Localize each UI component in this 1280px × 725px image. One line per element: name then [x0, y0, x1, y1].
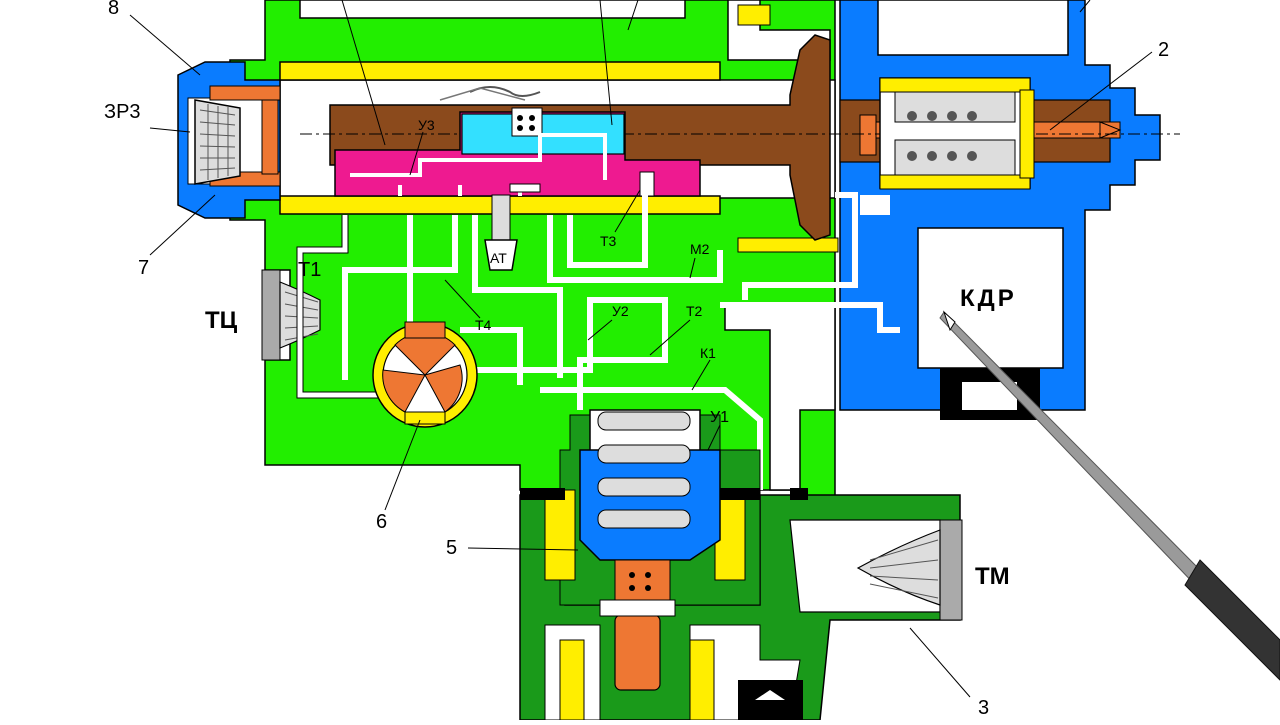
slide-valve: [334, 86, 701, 197]
filter-mesh-zr3: [194, 99, 241, 185]
label-m2: М2: [690, 241, 710, 257]
label-7: 7: [138, 257, 149, 279]
label-zr3: ЗР3: [104, 101, 141, 123]
leader-lines: [129, 0, 1153, 698]
label-8: 8: [108, 0, 119, 19]
pointer-stick: [939, 310, 1280, 681]
label-tc: ТЦ: [205, 307, 238, 334]
valve-assembly: [520, 409, 808, 691]
spring-housing: [879, 77, 1035, 190]
label-k1: К1: [700, 345, 716, 361]
channel-outlines: [296, 215, 380, 399]
label-u3: У3: [418, 117, 435, 133]
at-valve: [484, 194, 518, 271]
label-t2: Т2: [686, 303, 703, 319]
label-t4: Т4: [475, 317, 492, 333]
label-3: 3: [978, 697, 989, 719]
yellow-bushings: [279, 61, 839, 253]
blue-housing: [830, 0, 1161, 420]
label-u2: У2: [612, 303, 629, 319]
label-5: 5: [446, 537, 457, 559]
labels: 8 2 ЗР3 7 Т1 ТЦ У3 АТ Т3 М2 КДР Т4 У2 Т2…: [104, 0, 1169, 719]
label-kdr: КДР: [960, 285, 1017, 312]
label-at: АТ: [490, 250, 507, 266]
label-tm: ТМ: [975, 563, 1010, 590]
rotary-valve: [372, 321, 478, 428]
label-6: 6: [376, 511, 387, 533]
label-u1: У1: [710, 409, 729, 426]
label-t3: Т3: [600, 233, 617, 249]
label-2: 2: [1158, 39, 1169, 61]
filter-tm: [856, 529, 941, 606]
label-t1: Т1: [298, 259, 321, 281]
